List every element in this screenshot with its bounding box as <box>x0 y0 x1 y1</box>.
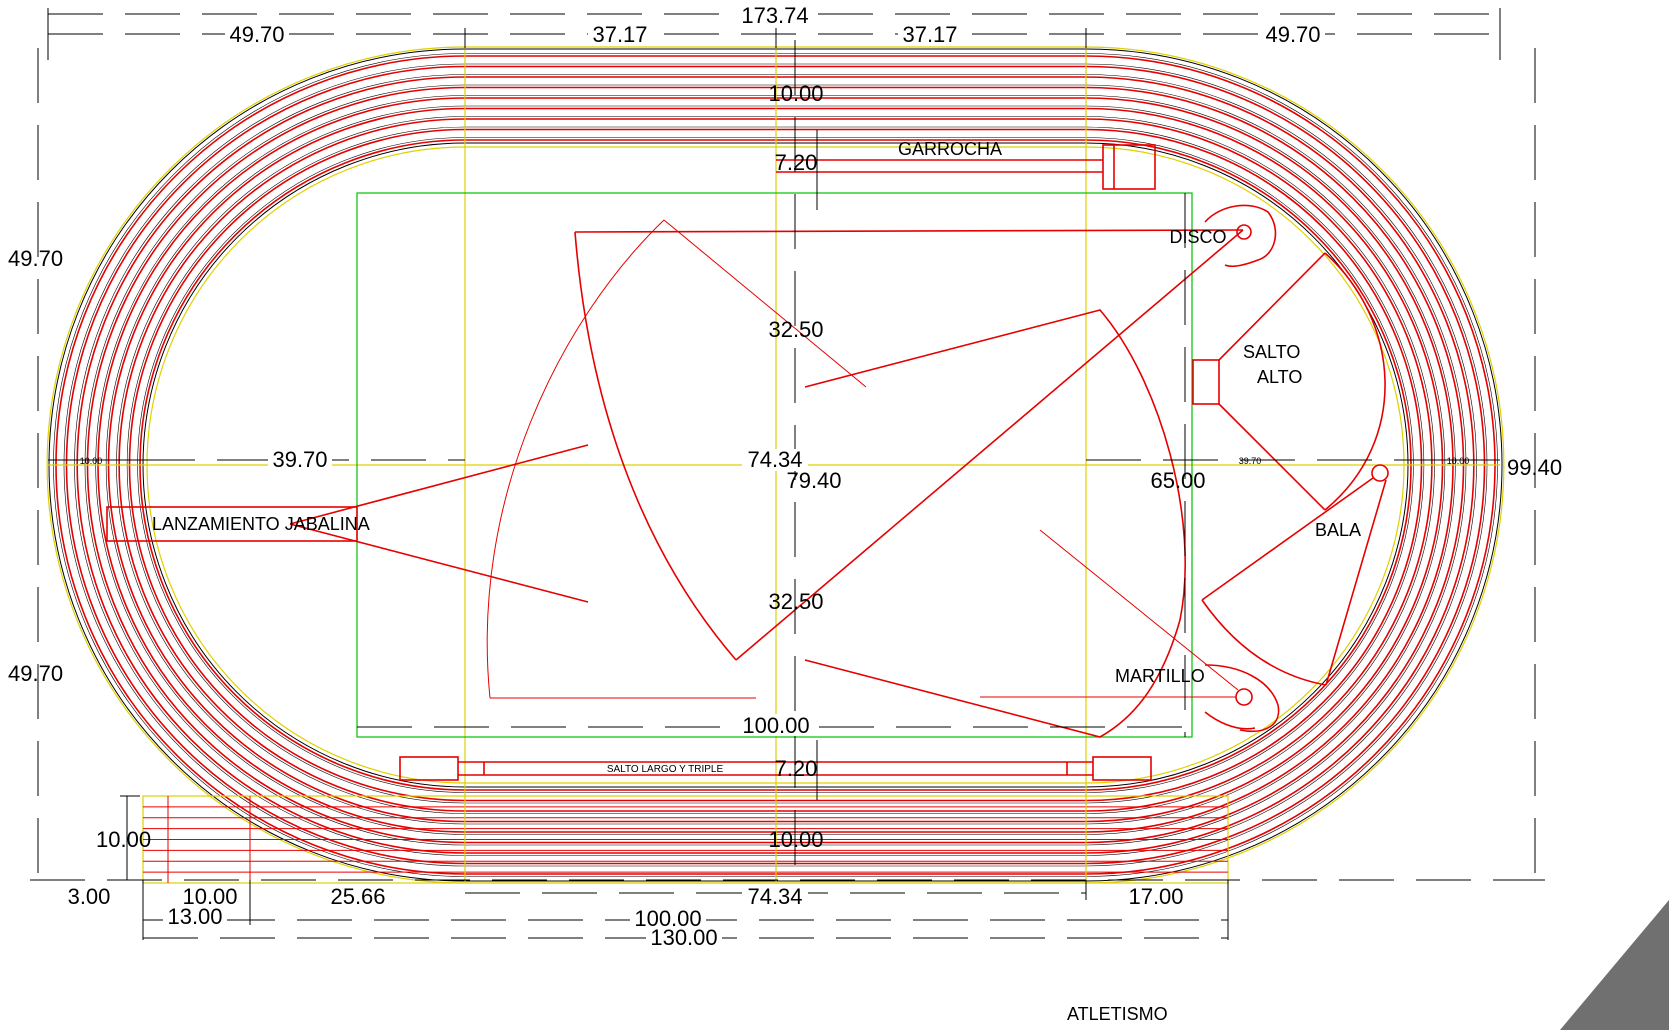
dim-half-straight-right: 37.17 <box>902 22 957 47</box>
dim-straight-lanes-height: 10.00 <box>96 827 151 852</box>
label-salto-alto-1: SALTO <box>1243 342 1300 362</box>
dim-bottom-130: 130.00 <box>650 925 717 950</box>
dim-left-curve: 49.70 <box>229 22 284 47</box>
dim-bottom-17: 17.00 <box>1128 884 1183 909</box>
event-labels: GARROCHA DISCO SALTO ALTO LANZAMIENTO JA… <box>152 139 1361 1024</box>
label-martillo: MARTILLO <box>1115 666 1205 686</box>
dim-salto-offset: 7.20 <box>775 756 818 781</box>
dim-right-lane-width: 10.00 <box>1447 456 1470 466</box>
sprint-straight <box>142 795 1229 884</box>
dim-total-width: 99.40 <box>1507 455 1562 480</box>
dim-bottom-100: 100.00 <box>634 906 701 931</box>
dim-total-length: 173.74 <box>741 3 808 28</box>
dim-right-inner-radius: 39.70 <box>1239 456 1262 466</box>
dim-bottom-2566: 25.66 <box>330 884 385 909</box>
dim-bottom-13: 13.00 <box>167 904 222 929</box>
label-garrocha: GARROCHA <box>898 139 1002 159</box>
disco-sector <box>574 204 1277 661</box>
dim-bottom-3: 3.00 <box>68 884 111 909</box>
dim-field-width: 79.40 <box>786 468 841 493</box>
dim-bottom-10: 10.00 <box>182 884 237 909</box>
label-atletismo: ATLETISMO <box>1067 1004 1168 1024</box>
jabalina-runway <box>106 444 589 603</box>
field-events <box>106 144 1389 781</box>
dim-garrocha-offset: 7.20 <box>775 150 818 175</box>
dim-left-lower-height: 49.70 <box>8 661 63 686</box>
dim-left-upper-height: 49.70 <box>8 246 63 271</box>
garrocha-runway <box>776 144 1156 190</box>
dim-upper-half: 32.50 <box>768 317 823 342</box>
dim-bottom-lanes: 10.00 <box>768 827 823 852</box>
label-jabalina: LANZAMIENTO JABALINA <box>152 514 370 534</box>
dim-left-inner-radius: 39.70 <box>272 447 327 472</box>
label-bala: BALA <box>1315 520 1361 540</box>
dim-bottom-7434: 74.34 <box>747 884 802 909</box>
dimension-labels: 173.74 49.70 37.17 37.17 49.70 10.00 7.2… <box>8 3 1562 950</box>
dim-half-straight-left: 37.17 <box>592 22 647 47</box>
dim-top-lanes: 10.00 <box>768 81 823 106</box>
dim-lower-half: 32.50 <box>768 589 823 614</box>
field-box <box>356 192 1193 738</box>
dim-center-straight: 74.34 <box>747 447 802 472</box>
corner-mark <box>1560 900 1669 1030</box>
bala-sector <box>1201 464 1389 686</box>
label-salto-alto-2: ALTO <box>1257 367 1302 387</box>
dim-right-curve: 49.70 <box>1265 22 1320 47</box>
salto-alto-area <box>1192 252 1386 511</box>
martillo-sector <box>804 309 1280 738</box>
salto-largo-runway <box>399 756 1152 781</box>
dim-left-lane-width: 10.00 <box>80 456 103 466</box>
dim-field-length: 100.00 <box>742 713 809 738</box>
dim-field-height: 65.00 <box>1150 468 1205 493</box>
label-salto-largo: SALTO LARGO Y TRIPLE <box>607 764 724 775</box>
long-throw-arc <box>486 219 867 699</box>
label-disco: DISCO <box>1169 227 1226 247</box>
